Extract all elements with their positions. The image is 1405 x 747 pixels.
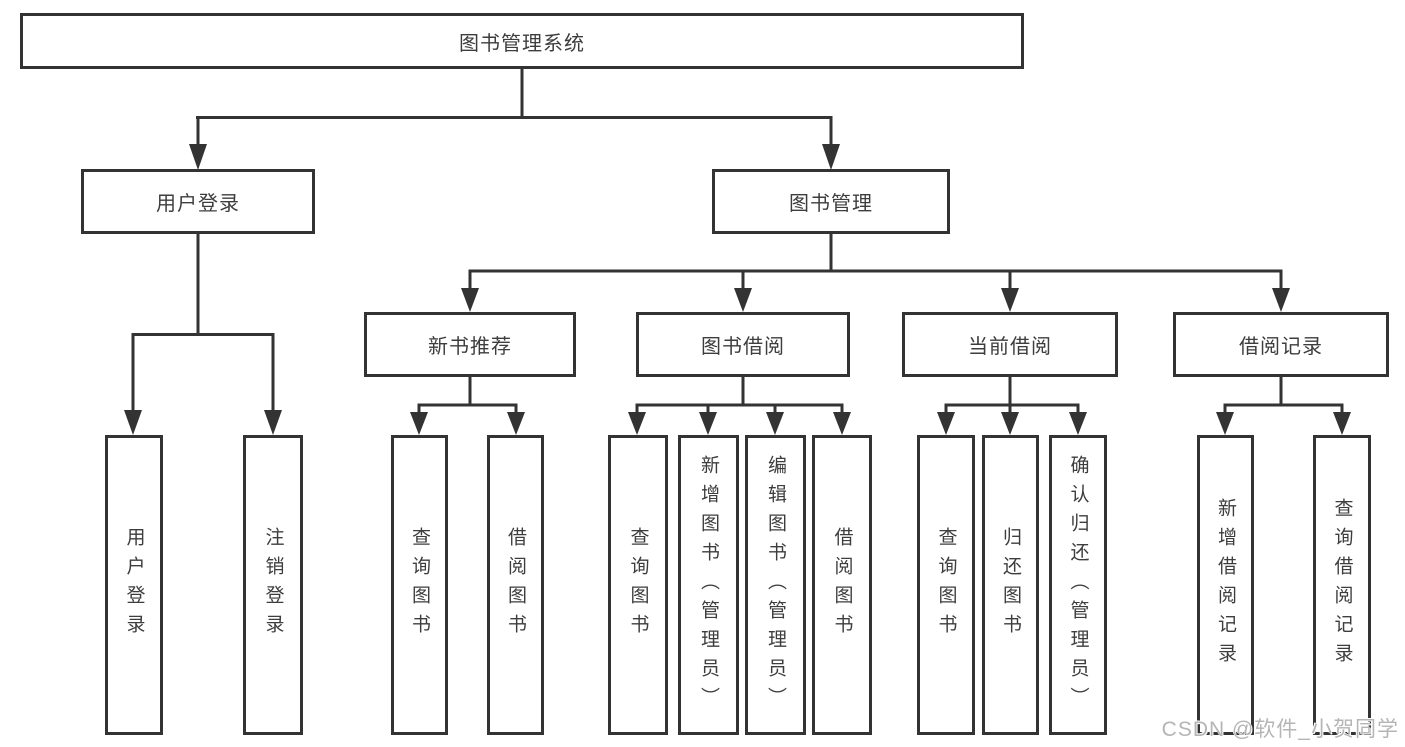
node-book-borrowing: 图书借阅 (636, 312, 850, 377)
leaf-label: 用户登录 (123, 527, 145, 643)
leaf-borrow-books-borrowing: 借阅图书 (812, 435, 872, 735)
leaf-label: 确认归还（管理员） (1067, 454, 1089, 716)
leaf-label: 归还图书 (1000, 527, 1021, 643)
leaf-borrow-books-recommend: 借阅图书 (487, 435, 544, 735)
leaf-label: 借阅图书 (505, 527, 526, 643)
node-user-login: 用户登录 (81, 169, 315, 234)
leaf-query-books-borrowing: 查询图书 (608, 435, 668, 735)
leaf-user-login: 用户登录 (105, 435, 163, 735)
leaf-label: 借阅图书 (831, 527, 853, 643)
node-label: 图书借阅 (701, 336, 785, 358)
leaf-label: 查询图书 (627, 527, 649, 643)
leaf-label: 编辑图书（管理员） (765, 454, 786, 716)
leaf-confirm-return-admin: 确认归还（管理员） (1049, 435, 1107, 735)
node-label: 新书推荐 (428, 336, 512, 358)
node-label: 图书管理 (789, 193, 873, 215)
leaf-add-borrow-record: 新增借阅记录 (1197, 435, 1254, 735)
leaf-label: 注销登录 (262, 527, 284, 643)
node-label: 图书管理系统 (459, 32, 585, 55)
leaf-query-books-recommend: 查询图书 (391, 435, 448, 735)
node-library-management-system: 图书管理系统 (20, 13, 1024, 69)
leaf-return-books: 归还图书 (982, 435, 1039, 735)
node-current-borrowing: 当前借阅 (902, 312, 1118, 377)
leaf-label: 查询借阅记录 (1331, 498, 1353, 672)
leaf-label: 新增借阅记录 (1215, 498, 1236, 672)
leaf-label: 新增图书（管理员） (698, 454, 719, 716)
node-new-book-recommend: 新书推荐 (364, 312, 576, 377)
csdn-watermark: CSDN @软件_小贺同学 (1161, 718, 1399, 741)
node-book-management: 图书管理 (712, 169, 950, 234)
leaf-label: 查询图书 (409, 527, 430, 643)
node-label: 当前借阅 (968, 336, 1052, 358)
node-label: 借阅记录 (1239, 336, 1323, 358)
leaf-label: 查询图书 (935, 527, 957, 643)
leaf-logout: 注销登录 (243, 435, 303, 735)
leaf-query-borrow-record: 查询借阅记录 (1313, 435, 1371, 735)
node-label: 用户登录 (156, 193, 240, 215)
leaf-add-books-admin: 新增图书（管理员） (678, 435, 739, 735)
node-borrow-records: 借阅记录 (1173, 312, 1389, 377)
leaf-edit-books-admin: 编辑图书（管理员） (745, 435, 806, 735)
leaf-query-books-current: 查询图书 (917, 435, 975, 735)
